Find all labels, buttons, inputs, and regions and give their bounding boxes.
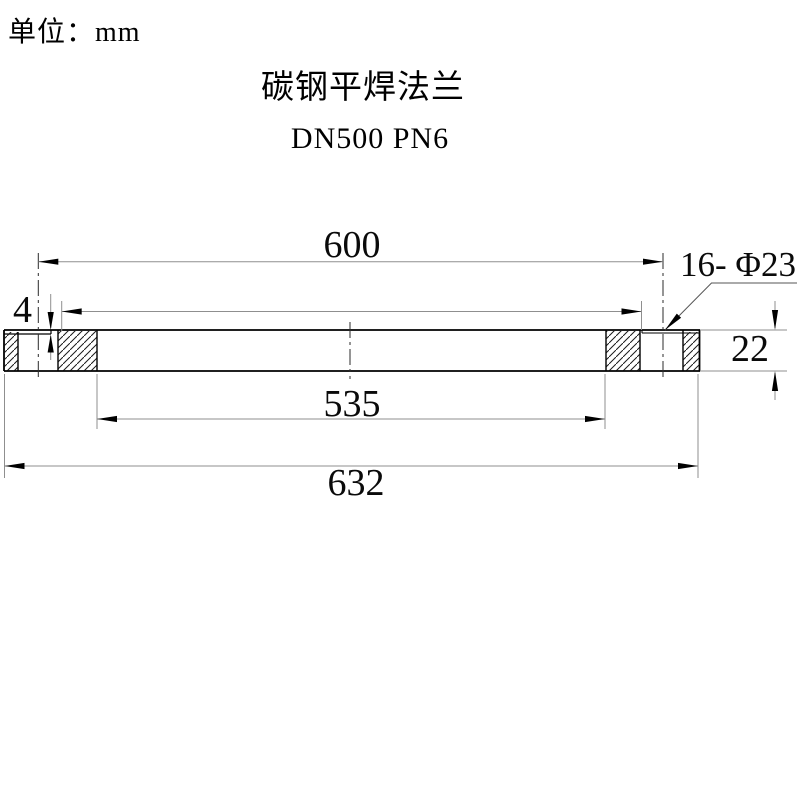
dim-thickness-value: 22: [731, 328, 769, 370]
dim-thickness-arrow-down: [771, 310, 779, 330]
hatch-right-rim: [683, 332, 699, 371]
dim-outer-diameter-arrow-right: [678, 462, 698, 470]
dim-face-step-value: 4: [13, 289, 32, 331]
dim-raised-face: [61, 301, 642, 331]
page-title: 碳钢平焊法兰: [261, 70, 465, 106]
hole-callout-leader: [664, 282, 797, 331]
dim-face-step-arrow-up: [47, 334, 54, 353]
hole-callout-value: 16- Φ23: [680, 245, 796, 284]
dim-raised-face-arrow-right: [621, 308, 642, 315]
dim-face-step: 4: [13, 289, 54, 360]
hatch-right-web: [606, 331, 640, 371]
unit-label: 单位：mm: [8, 17, 141, 48]
dim-outer-diameter: 632: [4, 374, 699, 504]
dim-inner-span: 535: [96, 374, 606, 429]
dim-raised-face-arrow-left: [61, 308, 82, 315]
page-subtitle: DN500 PN6: [290, 122, 450, 155]
dim-thickness-arrow-up: [771, 371, 779, 391]
hatch-left-web: [58, 331, 97, 371]
dim-bolt-circle-arrow-right: [643, 258, 663, 265]
dim-bolt-circle: 600: [38, 224, 663, 266]
hole-callout-arrow: [665, 313, 682, 330]
dim-outer-diameter-value: 632: [328, 462, 385, 504]
dim-thickness: 22: [700, 301, 787, 400]
dim-bolt-circle-arrow-left: [38, 258, 59, 265]
dim-inner-span-value: 535: [324, 383, 381, 425]
section-hatching: [4, 331, 699, 371]
dim-inner-span-arrow-left: [97, 415, 117, 423]
centerlines: [37, 253, 664, 379]
dim-outer-diameter-arrow-left: [4, 462, 25, 470]
hatch-left-rim: [4, 332, 18, 371]
dim-face-step-arrow-down: [47, 312, 54, 330]
flange-body: [3, 329, 701, 372]
hole-callout: 16- Φ23: [664, 245, 797, 331]
dim-inner-span-arrow-right: [585, 415, 605, 423]
dim-bolt-circle-value: 600: [324, 224, 381, 266]
